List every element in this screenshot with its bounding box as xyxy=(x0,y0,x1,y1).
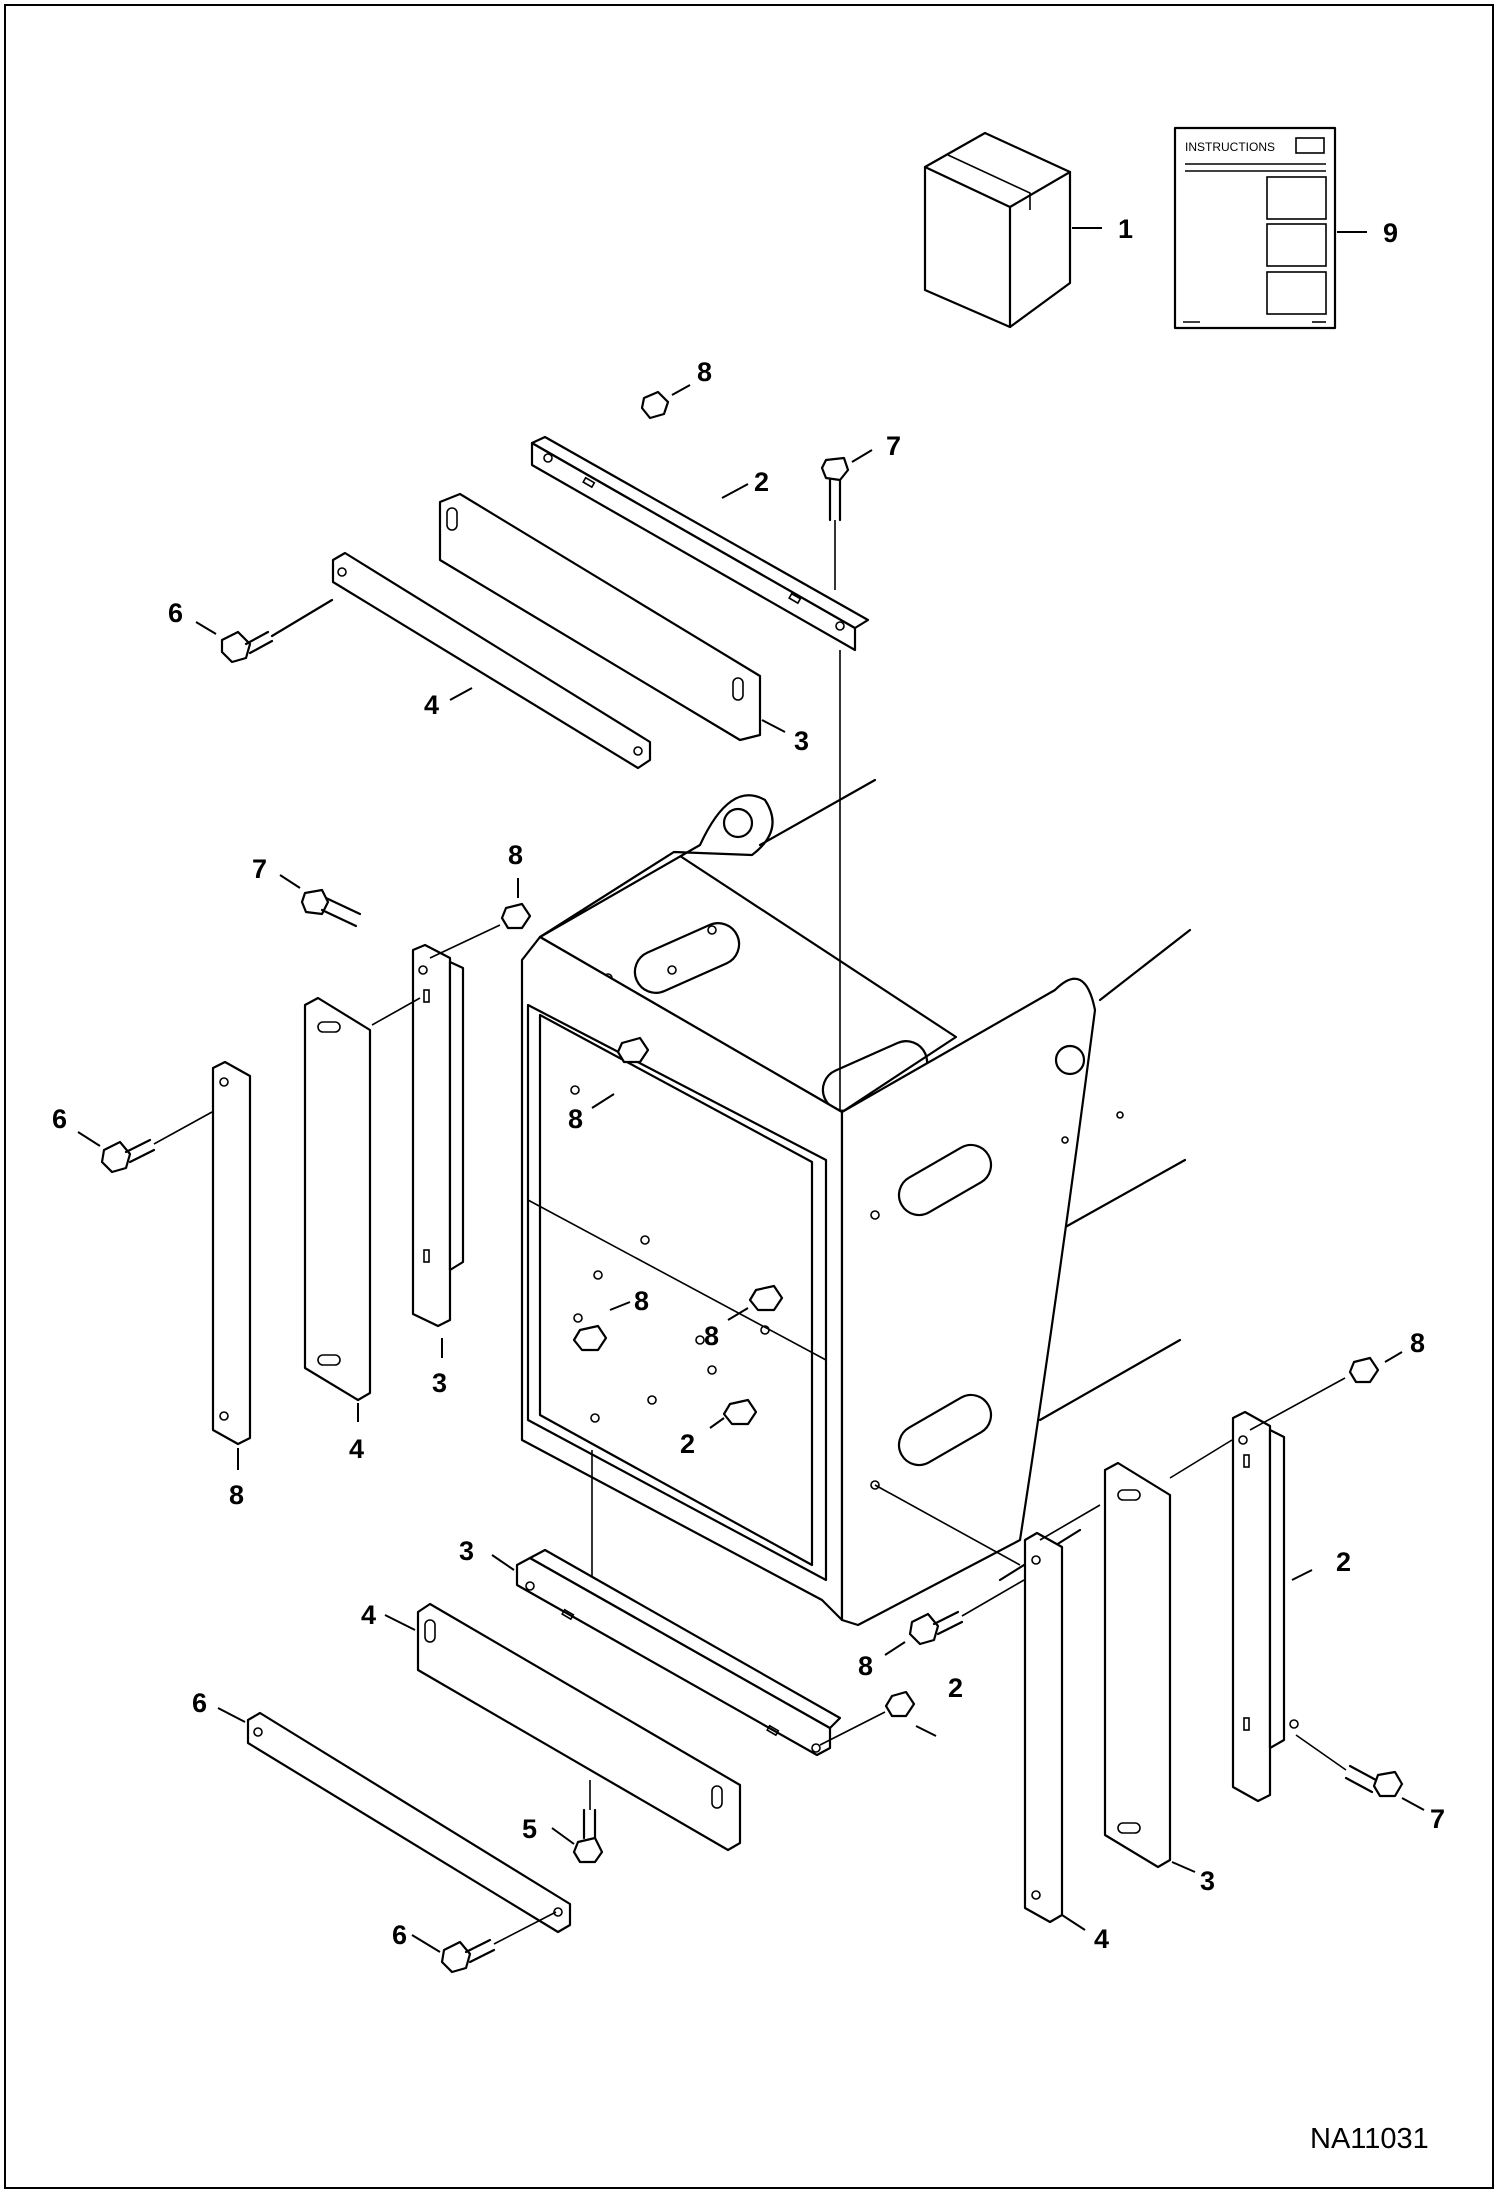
callout-9: 9 xyxy=(1383,218,1398,248)
callout-7: 7 xyxy=(886,431,901,461)
callout-1: 1 xyxy=(1118,214,1133,244)
callout-7: 7 xyxy=(252,854,267,884)
mount-frame xyxy=(520,778,1192,1627)
callout-3: 4 xyxy=(361,1600,376,1630)
callout-8: 8 xyxy=(1410,1328,1425,1358)
callout-8: 8 xyxy=(568,1104,583,1134)
callout-6: 8 xyxy=(858,1651,873,1681)
callout-8: 2 xyxy=(680,1429,695,1459)
part-9-instructions-sheet: INSTRUCTIONS xyxy=(1173,126,1337,330)
drawing-border xyxy=(4,4,1494,2189)
callout-2: 2 xyxy=(1336,1547,1351,1577)
callout-4: 4 xyxy=(1094,1924,1109,1954)
callout-4: 8 xyxy=(229,1480,244,1510)
callout-4: 6 xyxy=(192,1688,207,1718)
callout-3: 3 xyxy=(1200,1866,1215,1896)
callout-5: 5 xyxy=(522,1814,537,1844)
callout-2: 2 xyxy=(754,467,769,497)
bottom-bracket-set xyxy=(246,1450,916,1974)
callout-6: 6 xyxy=(168,598,183,628)
callout-4: 4 xyxy=(424,690,439,720)
callout-8: 8 xyxy=(508,840,523,870)
callout-2: 3 xyxy=(432,1368,447,1398)
callout-8: 8 xyxy=(634,1286,649,1316)
drawing-number: NA11031 xyxy=(1310,2123,1429,2155)
left-bracket-set xyxy=(100,888,532,1446)
callout-8: 8 xyxy=(697,357,712,387)
callout-6: 6 xyxy=(392,1920,407,1950)
instructions-label: INSTRUCTIONS xyxy=(1185,140,1275,154)
callout-8: 2 xyxy=(948,1673,963,1703)
top-bracket-set xyxy=(220,390,870,1110)
callouts: 1 9 8 7 2 6 4 3 7 8 6 8 8 8 2 3 4 8 8 2 … xyxy=(52,214,1445,1954)
leader-lines xyxy=(77,227,1425,1953)
callout-2: 3 xyxy=(459,1536,474,1566)
callout-7: 7 xyxy=(1430,1804,1445,1834)
callout-8: 8 xyxy=(704,1321,719,1351)
callout-3: 3 xyxy=(794,726,809,756)
right-bracket-set xyxy=(874,1356,1404,1924)
part-1-kit-box xyxy=(923,131,1072,329)
callout-6: 6 xyxy=(52,1104,67,1134)
callout-3: 4 xyxy=(349,1434,364,1464)
